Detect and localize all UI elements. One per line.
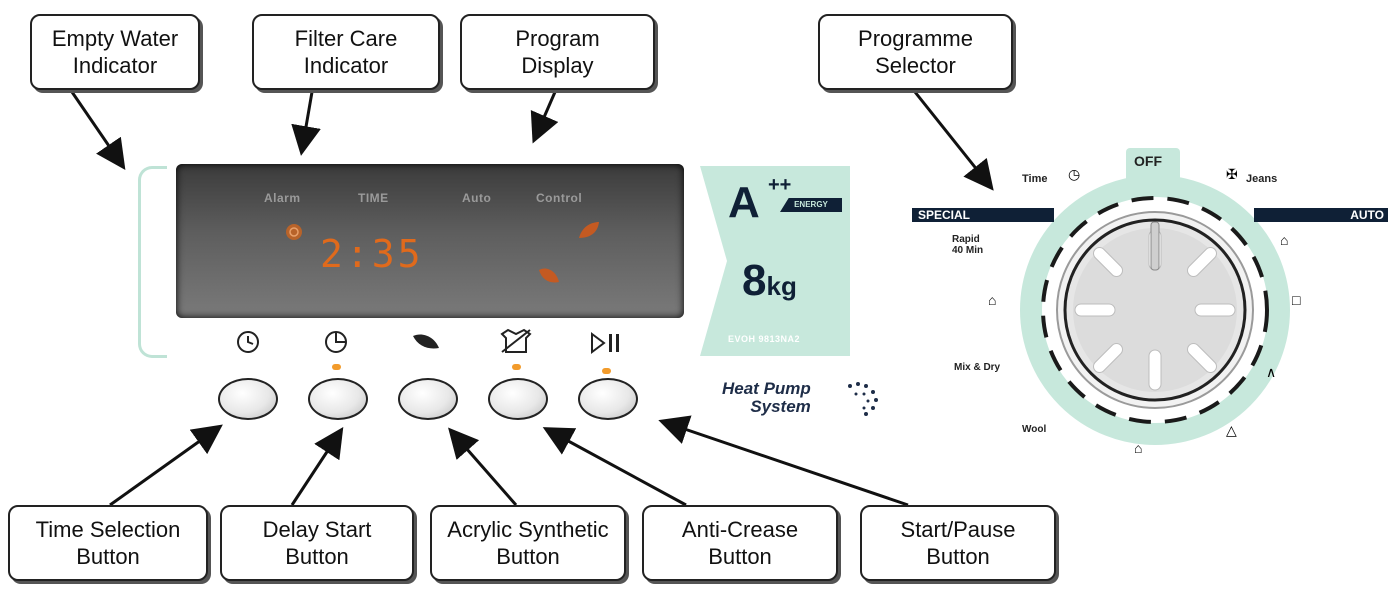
banner-special: SPECIAL [912,208,1054,222]
delay-clock-icon [325,331,347,353]
callout-program-display: Program Display [460,14,655,90]
clock-icon [237,331,259,353]
display-label-time: TIME [358,191,389,205]
callout-filter-care: Filter Care Indicator [252,14,440,90]
energy-tag: ENERGY [780,198,842,212]
capacity-value: 8 [742,256,767,305]
acrylic-synthetic-button[interactable] [398,378,458,420]
heat-pump-logo: Heat Pump System [722,379,811,416]
start-pause-button[interactable] [578,378,638,420]
cotton-icon: ⌂ [1134,440,1143,456]
programme-dial[interactable] [1020,170,1290,450]
start-pause-led [602,368,611,374]
display-label-control: Control [536,191,583,205]
shirt-icon: ⌂ [988,292,997,308]
hanger-icon: ∧ [1266,364,1277,380]
off-tab [1126,148,1180,190]
arrow-time-selection [109,424,223,507]
anti-crease-button[interactable] [488,378,548,420]
arrow-program-display [530,91,559,144]
filter-care-icon [579,222,599,238]
dial-time: Time [1022,173,1048,185]
time-readout: 2:35 [320,232,424,276]
leaf-icon [413,334,439,349]
display-label-auto: Auto [462,191,492,205]
callout-programme-selector: Programme Selector [818,14,1013,90]
arrow-programme-selector [913,91,994,191]
jeans-icon: ✠ [1226,166,1238,182]
arrow-start-pause [658,415,909,507]
callout-delay-start: Delay Start Button [220,505,414,581]
arrow-empty-water [70,91,126,170]
energy-plus: ++ [768,174,792,196]
heat-pump-dots-icon [848,382,878,416]
callout-time-selection: Time Selection Button [8,505,208,581]
banner-auto: AUTO [1254,208,1388,222]
callout-acrylic-synthetic: Acrylic Synthetic Button [430,505,626,581]
delay-start-button[interactable] [308,378,368,420]
anti-crease-icon [500,328,532,353]
empty-water-icon [286,224,302,240]
dial-rapid: Rapid 40 Min [952,234,984,256]
time-selection-button[interactable] [218,378,278,420]
dial-jeans: Jeans [1246,173,1278,185]
house-icon: ⌂ [1280,232,1289,248]
energy-class: A [728,178,760,227]
callout-anti-crease: Anti-Crease Button [642,505,838,581]
arrow-filter-care [291,91,321,156]
drying-leaf-icon [539,268,559,283]
callout-start-pause: Start/Pause Button [860,505,1056,581]
model-number: EVOH 9813NA2 [728,334,801,344]
panel-bracket [138,166,167,358]
delay-start-led [332,364,341,370]
display-label-alarm: Alarm [264,191,301,205]
arrow-delay-start [290,426,344,506]
wardrobe-icon: □ [1292,292,1301,308]
arrow-acrylic [448,427,518,506]
anti-crease-led [512,364,521,370]
dial-mix-dry: Mix & Dry [954,362,1001,373]
program-display [176,164,684,318]
arrow-anti-crease [542,427,687,507]
dial-off: OFF [1134,153,1162,169]
iron-icon: △ [1226,422,1237,438]
dial-wool: Wool [1022,424,1047,435]
capacity: 8kg [742,256,797,306]
play-pause-icon [591,332,619,354]
capacity-unit: kg [766,271,797,301]
time-program-icon: ◷ [1068,166,1081,182]
callout-empty-water: Empty Water Indicator [30,14,200,90]
